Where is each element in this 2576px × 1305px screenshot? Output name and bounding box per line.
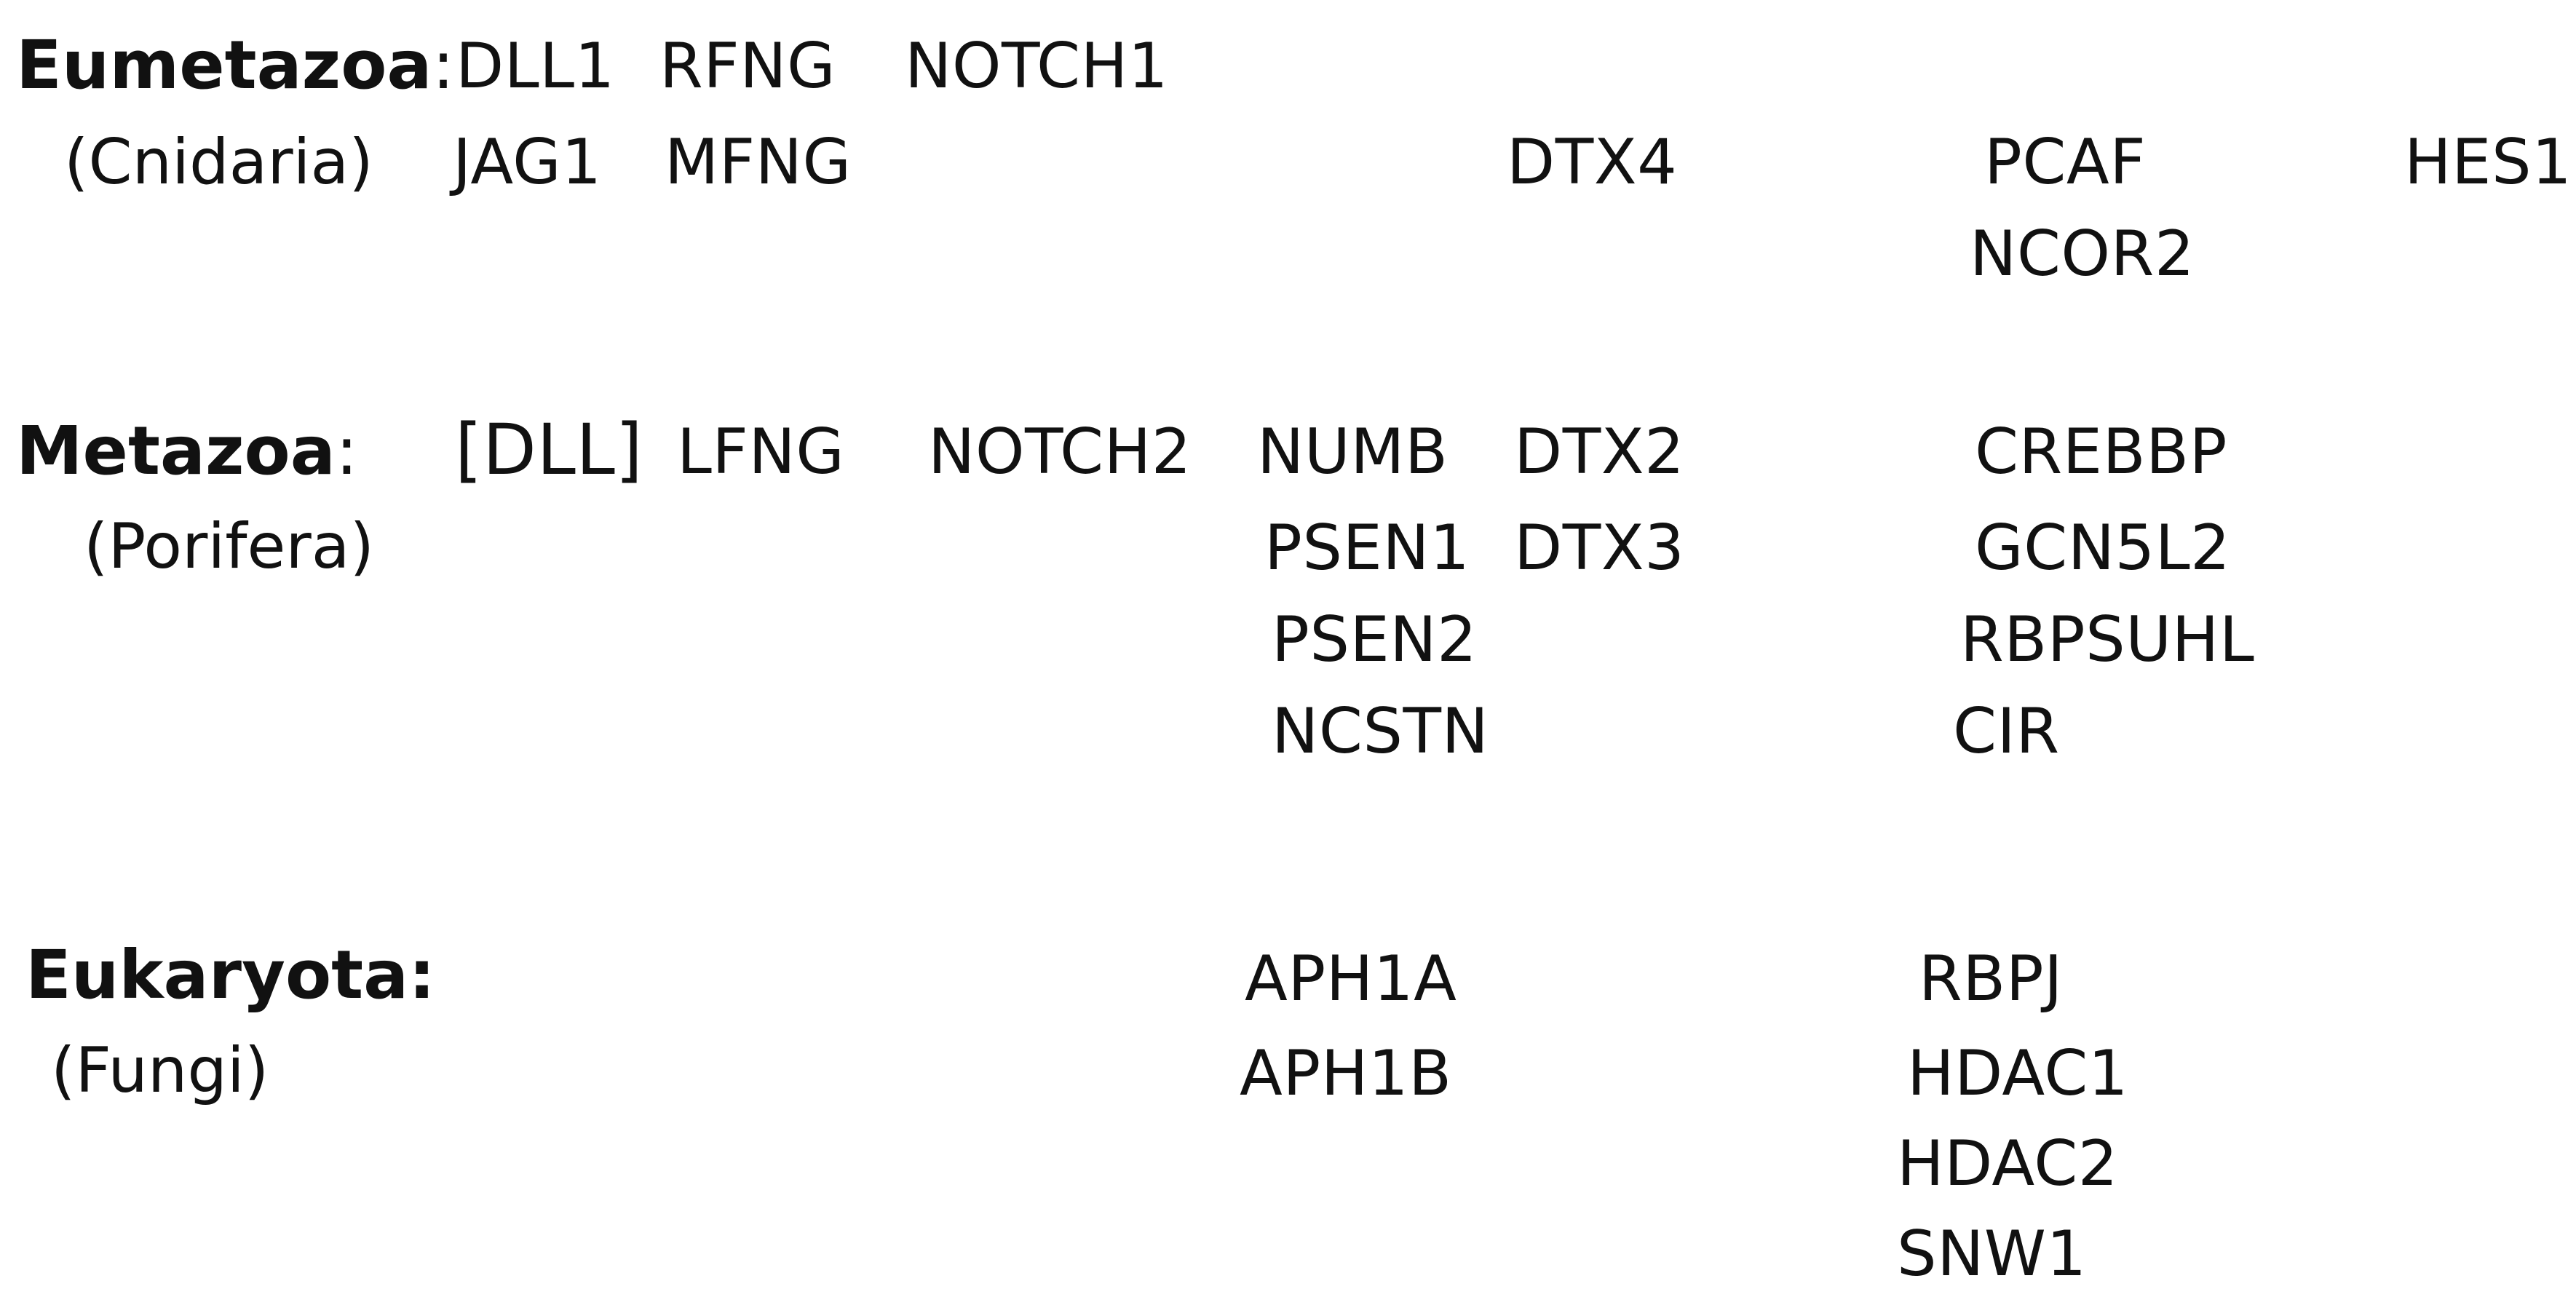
clade-label-cnidaria: (Cnidaria) (64, 126, 373, 199)
gene-hdac2: HDAC2 (1897, 1127, 2118, 1200)
gene-dtx2: DTX2 (1514, 416, 1685, 488)
gene-cir: CIR (1953, 695, 2060, 768)
gene-notch1: NOTCH1 (905, 30, 1168, 103)
gene-aph1b: APH1B (1240, 1037, 1452, 1110)
clade-label-fungi: (Fungi) (51, 1034, 269, 1107)
gene-hes1: HES1 (2404, 126, 2572, 199)
taxon-label-eukaryota: Eukaryota: (25, 942, 435, 1009)
gene-lfng: LFNG (677, 416, 845, 488)
gene-snw1: SNW1 (1897, 1218, 2087, 1290)
taxon-name: Metazoa (16, 412, 336, 490)
gene-numb: NUMB (1257, 416, 1448, 488)
gene-dtx4: DTX4 (1507, 126, 1678, 199)
gene-gcn5l2: GCN5L2 (1975, 512, 2231, 584)
gene-pcaf: PCAF (1984, 126, 2147, 199)
taxon-colon: : (335, 412, 358, 490)
taxon-label-metazoa: Metazoa: (16, 418, 358, 485)
taxon-label-eumetazoa: Eumetazoa: (16, 32, 455, 99)
gene-psen2: PSEN2 (1272, 603, 1478, 676)
taxon-name: Eumetazoa (16, 26, 432, 104)
gene-aph1a: APH1A (1245, 943, 1457, 1015)
gene-rfng: RFNG (659, 30, 836, 103)
gene-rbpj: RBPJ (1919, 943, 2063, 1015)
gene-hdac1: HDAC1 (1907, 1037, 2128, 1110)
taxon-colon: : (432, 26, 455, 104)
clade-label-porifera: (Porifera) (84, 510, 375, 583)
taxon-name: Eukaryota: (25, 936, 436, 1014)
gene-crebbp: CREBBP (1975, 416, 2227, 488)
gene-ncstn: NCSTN (1272, 695, 1489, 768)
gene-mfng: MFNG (665, 126, 852, 199)
gene-dtx3: DTX3 (1514, 512, 1685, 584)
gene-rbpsuhl: RBPSUHL (1960, 603, 2255, 676)
gene-jag1: JAG1 (453, 126, 602, 199)
gene-dll1: DLL1 (456, 30, 615, 103)
gene-psen1: PSEN1 (1264, 512, 1470, 584)
gene-ncor2: NCOR2 (1970, 218, 2195, 290)
gene-dll-bracketed: [DLL] (455, 409, 643, 491)
gene-notch2: NOTCH2 (928, 416, 1192, 488)
